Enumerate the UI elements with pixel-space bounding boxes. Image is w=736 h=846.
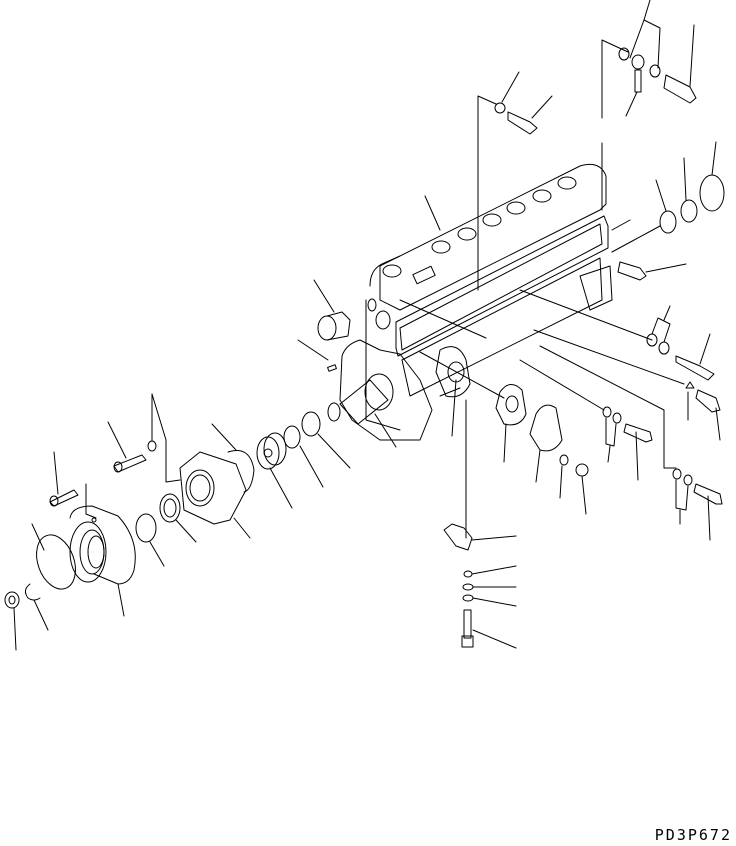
nut: [4, 591, 20, 651]
flange-housing: [69, 505, 136, 617]
drawing-code: PD3P672: [654, 826, 732, 844]
bearing-cover: [179, 451, 251, 539]
washer-nut-small: [559, 454, 589, 515]
gaskets: [495, 384, 563, 483]
key: [297, 339, 337, 372]
large-o-ring: [31, 523, 76, 590]
coupling: [256, 432, 293, 509]
bolt-upper-left: [107, 393, 181, 483]
pump-housing: [339, 163, 631, 441]
camshaft: [327, 373, 397, 448]
bolts-middle: [519, 359, 653, 481]
plug: [313, 279, 351, 341]
small-bolt-group: [477, 71, 553, 291]
snap-ring: [135, 513, 165, 567]
banjo-fitting-group: [601, 0, 697, 211]
bolt-right-upper: [617, 261, 687, 281]
bolts-lower-right: [539, 345, 723, 541]
leader-lines: [399, 299, 505, 437]
bolt-left: [49, 451, 97, 519]
spacer-washers: [283, 411, 351, 488]
lock-washer: [24, 583, 49, 631]
bolt-right-lower: [533, 329, 721, 441]
o-ring: [211, 423, 255, 493]
mount-washers-bolt: [519, 289, 715, 381]
bearing: [159, 493, 197, 543]
bracket: [443, 399, 517, 649]
delivery-ports: [382, 176, 577, 278]
coupling-right: [611, 141, 725, 253]
